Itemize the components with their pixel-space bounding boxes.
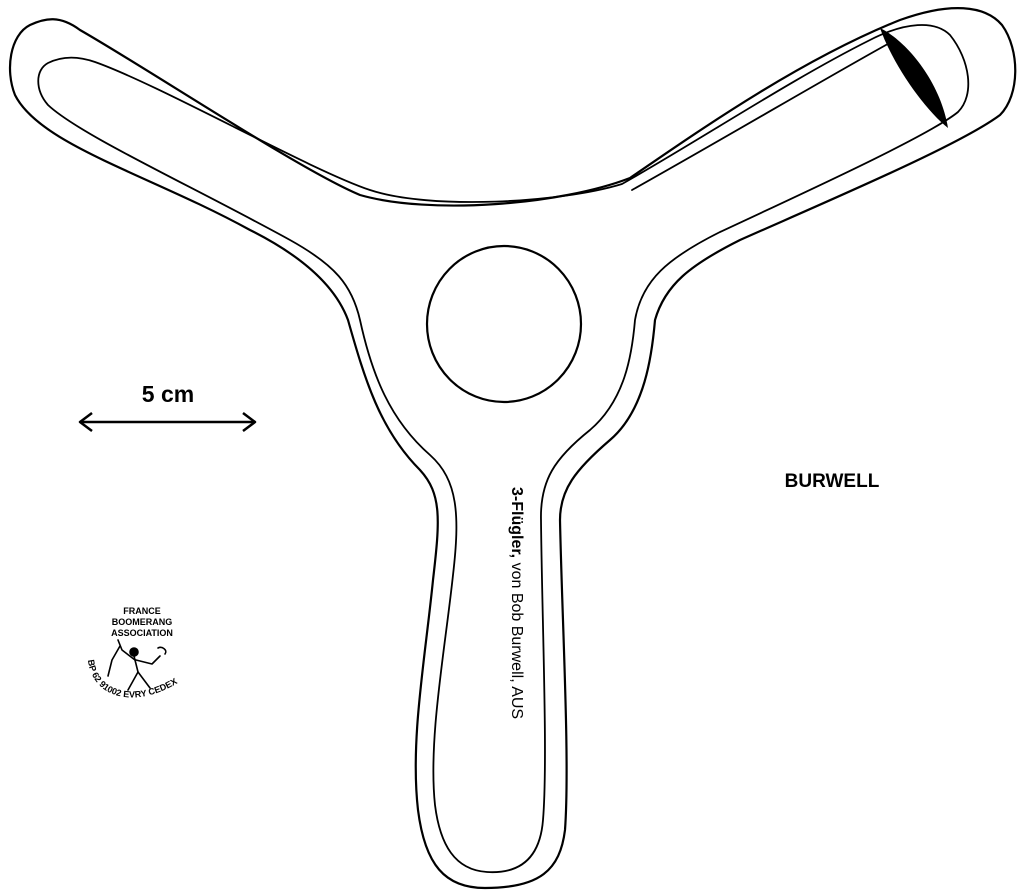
design-title: BURWELL — [785, 471, 880, 492]
arm-inscription-rest: von Bob Burwell, AUS — [508, 558, 525, 719]
arm-inscription-bold: 3-Flügler, — [508, 487, 525, 558]
tip-weight-mark — [880, 28, 948, 128]
center-hole — [425, 244, 583, 404]
right-wing-edge-line — [631, 39, 896, 191]
stamp-address: BP 62 91002 EVRY CEDEX — [86, 659, 179, 700]
stamp-line-2: BOOMERANG — [112, 617, 173, 627]
thrower-figure-icon — [107, 639, 167, 691]
scale-label: 5 cm — [142, 381, 194, 407]
scale-arrow — [78, 412, 257, 432]
boomerang-outer-outline — [8, 6, 1017, 890]
arm-inscription: 3-Flügler, von Bob Burwell, AUS — [508, 487, 525, 719]
association-stamp: FRANCE BOOMERANG ASSOCIATION BP 62 91002… — [86, 606, 179, 699]
boomerang-inner-outline — [37, 24, 970, 873]
stamp-line-3: ASSOCIATION — [111, 628, 173, 638]
stamp-line-1: FRANCE — [123, 606, 161, 616]
